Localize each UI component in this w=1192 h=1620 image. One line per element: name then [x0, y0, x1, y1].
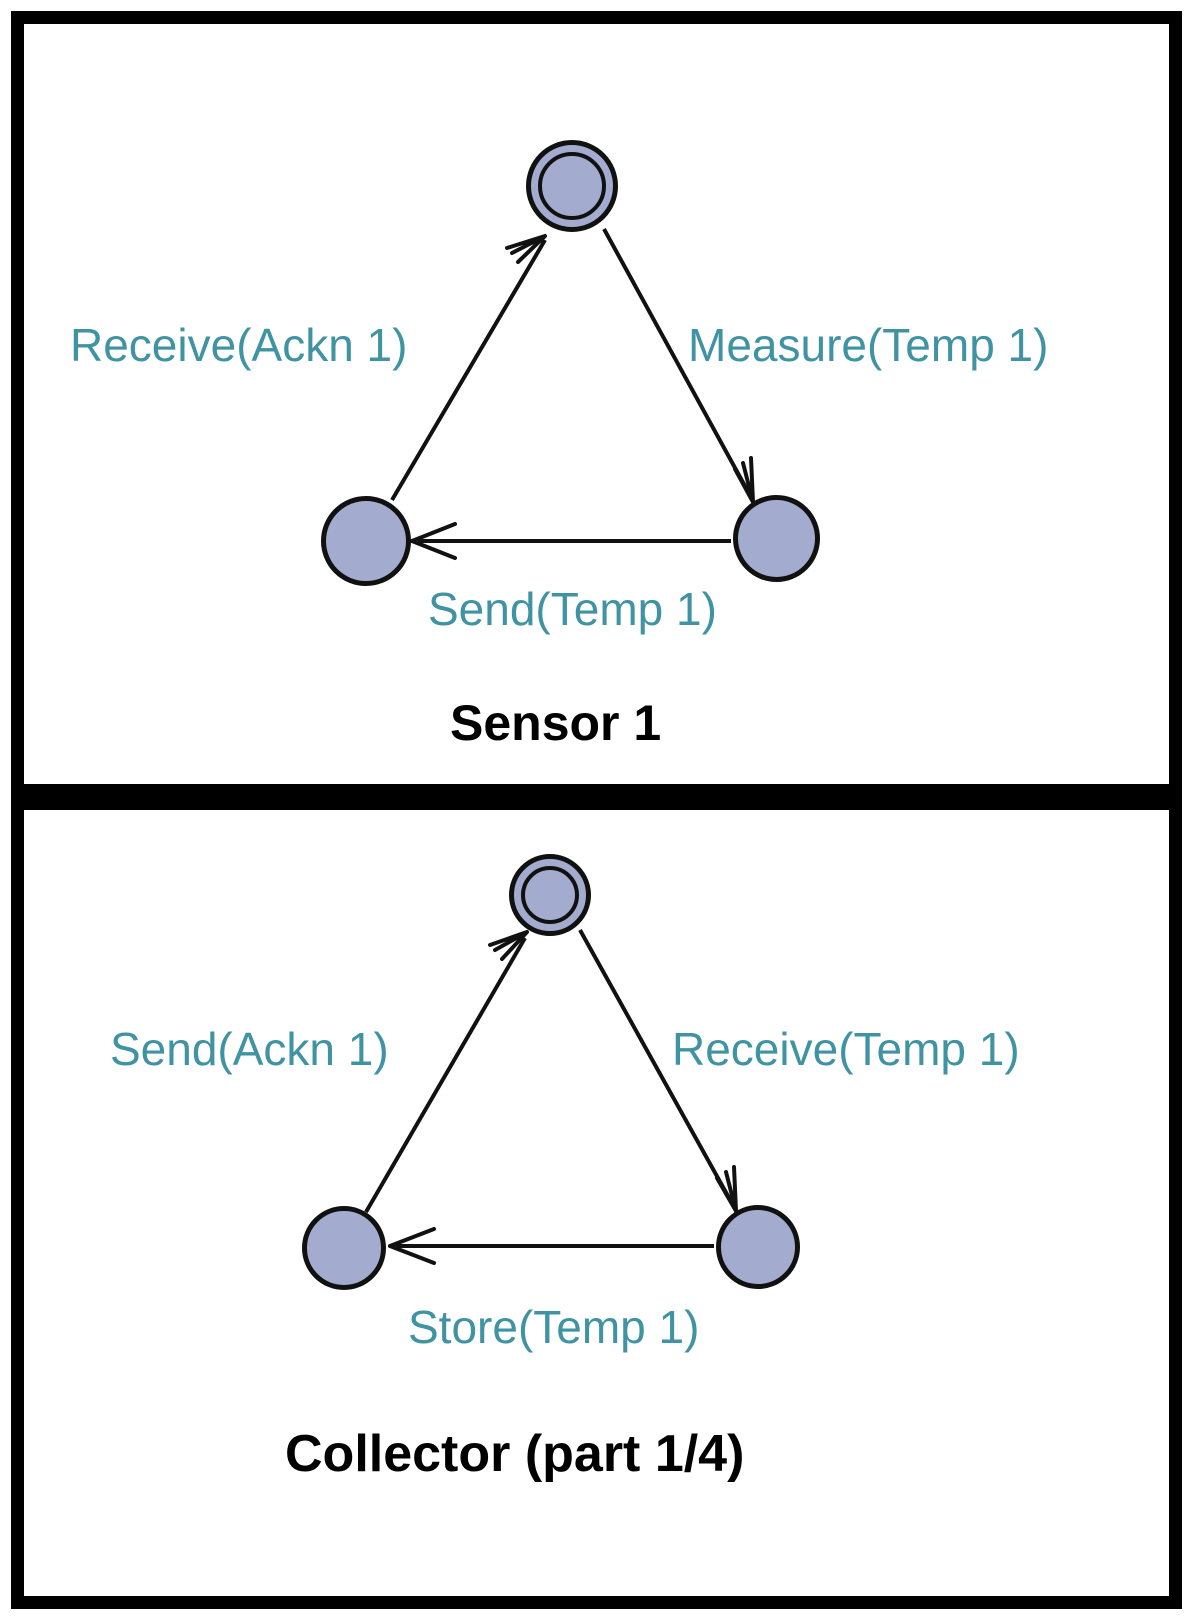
- sensor-1-transition-label-receive-ackn: Receive(Ackn 1): [70, 319, 408, 371]
- collector-transition-label-send-ackn: Send(Ackn 1): [110, 1023, 389, 1075]
- sensor-1-transition-label-measure-temp: Measure(Temp 1): [688, 319, 1049, 371]
- panel-collector: [11, 797, 1182, 1609]
- collector-state-node-left[interactable]: [302, 1206, 386, 1290]
- sensor-1-caption: Sensor 1: [450, 695, 662, 751]
- collector-transition-label-store-temp: Store(Temp 1): [408, 1301, 700, 1353]
- sensor-1-final-state-node[interactable]: [526, 140, 618, 232]
- final-state-inner-ring: [521, 866, 579, 924]
- panel-sensor-1: [11, 11, 1182, 797]
- sensor-1-transition-label-send-temp: Send(Temp 1): [428, 583, 717, 635]
- sensor-1-state-node-left[interactable]: [321, 496, 411, 586]
- collector-caption: Collector (part 1/4): [285, 1425, 745, 1483]
- final-state-inner-ring: [538, 152, 606, 220]
- collector-transition-label-receive-temp: Receive(Temp 1): [672, 1023, 1020, 1075]
- sensor-1-state-node-right[interactable]: [733, 495, 820, 582]
- collector-state-node-right[interactable]: [716, 1205, 800, 1289]
- collector-final-state-node[interactable]: [509, 854, 591, 936]
